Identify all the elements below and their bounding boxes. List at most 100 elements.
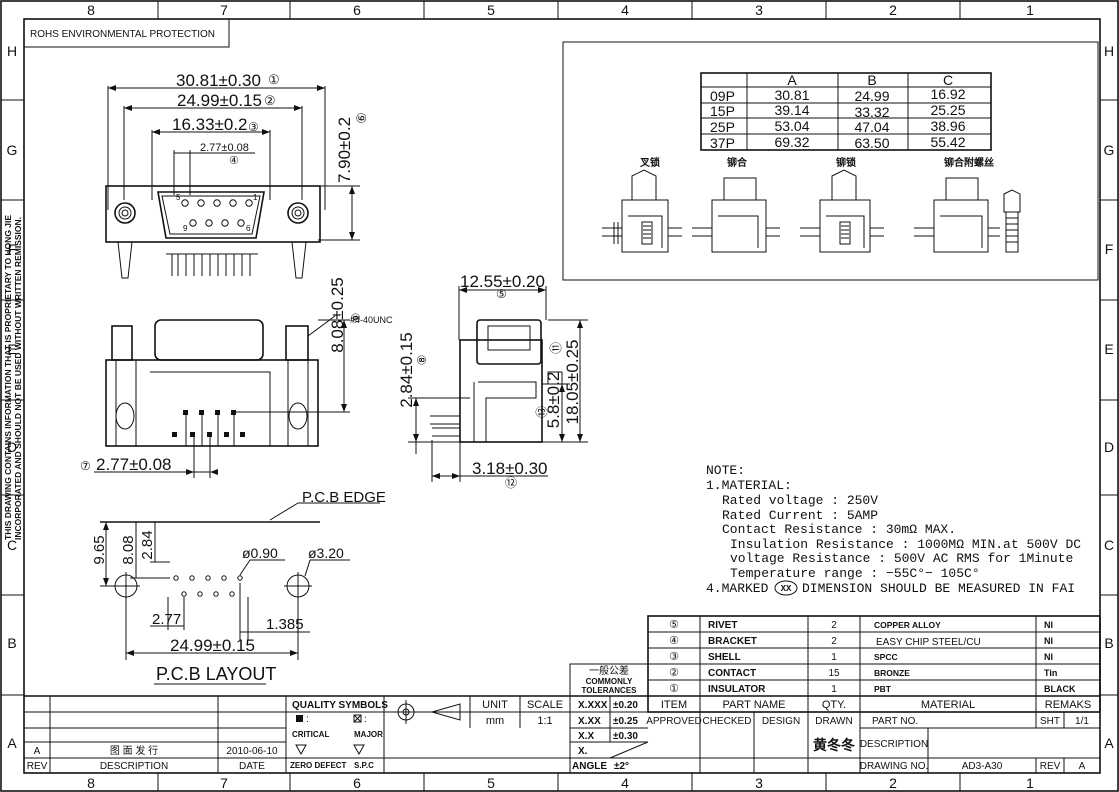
- tol-val: ±0.30: [613, 731, 638, 742]
- dim-284: 2.84: [139, 530, 156, 559]
- rev-label: REV: [1040, 761, 1061, 772]
- bom-qty: 2: [831, 620, 837, 631]
- size-cell: 38.96: [930, 118, 965, 134]
- bom-item: INSULATOR: [708, 684, 766, 695]
- tol-key: X.XX: [578, 716, 601, 727]
- dim-shell-height-mark: ⑨: [349, 313, 363, 324]
- note-line: Temperature range : −55C°− 105C°: [730, 566, 980, 581]
- note-line: Insulation Resistance : 1000MΩ MIN.at 50…: [730, 537, 1081, 552]
- size-cell: 15P: [710, 103, 735, 119]
- thread-spec: #4-40UNC: [350, 315, 393, 325]
- dim-mount: 24.99±0.15: [177, 91, 262, 110]
- size-cell: 16.92: [930, 86, 965, 102]
- bom-material: SPCC: [874, 652, 898, 662]
- side-view: 12.55±0.20 ⑤ 18.05±0.25 ⑪ 5.8±0.2 ⑬: [397, 272, 588, 490]
- size-cell: 47.04: [854, 119, 889, 135]
- bom-no: ③: [669, 651, 679, 663]
- dim-mid-mark: ⑬: [535, 406, 549, 418]
- dim-height-mark: ⑥: [354, 112, 369, 124]
- dim-1385: 1.385: [266, 616, 304, 633]
- col-label: 1: [1026, 2, 1034, 18]
- col-label: 2: [889, 775, 897, 791]
- size-table-panel: A B C 09P 30.81 24.99 16.92 15P 39.14 33…: [562, 41, 1099, 281]
- dim-shell-mark: ③: [248, 120, 259, 134]
- size-cell: 69.32: [774, 134, 809, 150]
- col-label: 3: [755, 2, 763, 18]
- row-label: B: [1104, 635, 1113, 651]
- row-label: G: [1104, 142, 1115, 158]
- size-cell: 33.32: [854, 104, 889, 120]
- dim-pin-mark: ⑫: [505, 476, 517, 490]
- note-mark: XX: [781, 584, 792, 594]
- col-label: 8: [87, 775, 95, 791]
- pcb-layout: P.C.B EDGE 9.65 8.08 2.84: [91, 489, 386, 685]
- side-note-2: INCORPORATED AND SHOULD NOT BE USED WITH…: [13, 217, 23, 540]
- dim-shell-height: 8.08±0.25: [328, 277, 347, 353]
- scale-label: SCALE: [527, 699, 563, 711]
- rev-date: 2010-06-10: [226, 746, 278, 757]
- bom-material: BRONZE: [874, 668, 910, 678]
- size-cell: 09P: [710, 88, 735, 104]
- unit-label: UNIT: [482, 699, 508, 711]
- svg-text::: :: [306, 714, 309, 725]
- side-note-1: THIS DRAWING CONTAINS INFORMATION THAT I…: [3, 215, 13, 540]
- bom-item: SHELL: [708, 652, 741, 663]
- rev-col: REV: [27, 761, 48, 772]
- note-line: DIMENSION SHOULD BE MEASURED IN FAI: [802, 581, 1075, 596]
- col-label: 4: [621, 2, 629, 18]
- dim-pitch: 2.77±0.08: [200, 142, 249, 154]
- bom-remark: NI: [1044, 652, 1053, 662]
- scale-value: 1:1: [537, 715, 552, 727]
- dim-pin-pitch: 2.77±0.08: [96, 455, 172, 474]
- title-block: 一般公差 COMMONLY TOLERANCES X.XXX ±0.20: [24, 663, 1100, 773]
- row-label: H: [7, 43, 17, 59]
- bom-no: ②: [669, 667, 679, 679]
- row-label: C: [1104, 537, 1114, 553]
- size-cell: 63.50: [854, 135, 889, 151]
- pin-label-9: 9: [183, 224, 188, 233]
- rohs-label: ROHS ENVIRONMENTAL PROTECTION: [30, 29, 215, 40]
- bom-table: ⑤ RIVET 2 COPPER ALLOY NI ④ BRACKET 2 EA…: [647, 615, 1101, 713]
- tol-tolerances: TOLERANCES: [582, 686, 638, 695]
- variant-label: 铆合附螺丝: [944, 156, 994, 169]
- size-cell: 55.42: [930, 134, 965, 150]
- design-label: DESIGN: [762, 716, 800, 727]
- bom-qty: 1: [831, 684, 837, 695]
- tol-val: ±0.25: [613, 716, 638, 727]
- note-line: 4.MARKED: [706, 581, 769, 596]
- size-header: C: [943, 72, 953, 88]
- bom-no: ④: [669, 635, 679, 647]
- size-cell: 53.04: [774, 118, 809, 134]
- rev-value: A: [1079, 761, 1086, 772]
- col-label: 8: [87, 2, 95, 18]
- row-label: G: [7, 142, 18, 158]
- bom-no: ①: [669, 683, 679, 695]
- dim-depth-mark: ⑤: [496, 287, 507, 301]
- size-cell: 25P: [710, 119, 735, 135]
- bom-material: PBT: [874, 684, 892, 694]
- bom-header: ITEM: [661, 699, 687, 711]
- quality-symbols: QUALITY SYMBOLS: [292, 700, 388, 711]
- approved-label: APPROVED: [646, 716, 702, 727]
- dim-overall: 30.81±0.30: [176, 71, 261, 90]
- description-label: DESCRIPTION: [860, 739, 928, 750]
- bom-item: RIVET: [708, 620, 737, 631]
- bom-qty: 15: [828, 668, 840, 679]
- bom-item: BRACKET: [708, 636, 757, 647]
- checked-label: CHECKED: [703, 716, 752, 727]
- critical-label: CRITICAL: [292, 730, 329, 739]
- bom-remark: BLACK: [1044, 684, 1076, 694]
- side-notice: THIS DRAWING CONTAINS INFORMATION THAT I…: [3, 215, 23, 540]
- dim-pitch-mark: ④: [229, 155, 239, 167]
- tol-key: X.XXX: [578, 700, 608, 711]
- variant-drawing-1: [602, 169, 682, 253]
- dim-total-mark: ⑪: [549, 342, 563, 354]
- size-header: A: [787, 72, 797, 88]
- bom-remark: NI: [1044, 620, 1053, 630]
- rev-desc: 图 面 发 行: [110, 744, 158, 757]
- col-label: 1: [1026, 775, 1034, 791]
- col-label: 7: [220, 2, 228, 18]
- bom-header: QTY.: [822, 699, 846, 711]
- size-header: B: [867, 72, 876, 88]
- dim-mid: 5.8±0.2: [544, 372, 563, 429]
